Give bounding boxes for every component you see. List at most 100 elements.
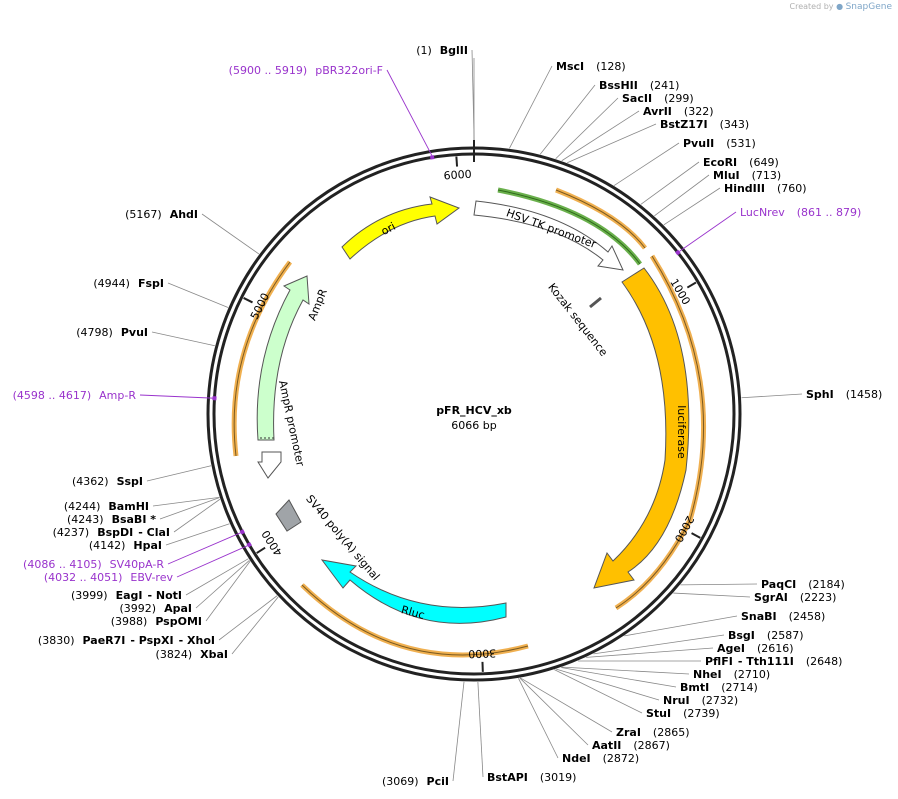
plasmid-name: pFR_HCV_xb xyxy=(436,404,512,417)
restriction-site-label[interactable]: SphI (1458) xyxy=(806,388,882,401)
site-name: AvrII xyxy=(643,105,672,118)
site-name: BspDI xyxy=(97,526,133,539)
restriction-site-label[interactable]: EcoRI (649) xyxy=(703,156,779,169)
restriction-site-label[interactable]: MluI(713) xyxy=(713,169,781,182)
site-name: AatII xyxy=(592,739,621,752)
restriction-site-label[interactable]: AvrII (322) xyxy=(643,105,714,118)
site-position: (4142) xyxy=(89,539,126,552)
restriction-site-label[interactable]: PflFI- Tth111I(2648) xyxy=(705,655,842,668)
restriction-site-label[interactable]: HindIII(760) xyxy=(724,182,807,195)
restriction-site-label[interactable]: AgeI(2616) xyxy=(717,642,794,655)
primer-range: (4598 .. 4617) xyxy=(13,389,92,402)
site-name: FspI xyxy=(138,277,164,290)
restriction-site-label[interactable]: BmtI(2714) xyxy=(680,681,758,694)
primer-mark xyxy=(675,249,681,256)
site-position: (2872) xyxy=(603,752,640,765)
restriction-site-label[interactable]: (4142)HpaI xyxy=(89,539,162,552)
restriction-site-label[interactable]: AatII(2867) xyxy=(592,739,670,752)
restriction-site-label[interactable]: SnaBI(2458) xyxy=(741,610,825,623)
sv40-polya-feature[interactable] xyxy=(275,499,302,532)
restriction-site-label[interactable]: (3988)PspOMI xyxy=(111,615,202,628)
restriction-site-label[interactable]: (4237)BspDI- ClaI xyxy=(53,526,170,539)
primer-range: (4086 .. 4105) xyxy=(23,558,102,571)
restriction-site-label[interactable]: (4944)FspI xyxy=(93,277,164,290)
site-name: PvuII xyxy=(683,137,714,150)
site-name: EcoRI xyxy=(703,156,737,169)
restriction-site-label[interactable]: (3824)XbaI xyxy=(156,648,228,661)
site-leader-line xyxy=(231,596,279,655)
site-name: MscI xyxy=(556,60,584,73)
ori-label: ori xyxy=(379,220,398,238)
restriction-site-label[interactable]: PaqCI(2184) xyxy=(761,578,845,591)
rluc-feature[interactable] xyxy=(320,559,507,624)
tick-label: 5000 xyxy=(248,291,272,322)
primer-leader-line xyxy=(167,532,241,565)
restriction-site-label[interactable]: BstZ17I (343) xyxy=(660,118,749,131)
site-position: (4798) xyxy=(76,326,113,339)
site-position: (2458) xyxy=(789,610,826,623)
site-leader-line xyxy=(146,465,212,482)
restriction-site-label[interactable]: SgrAI(2223) xyxy=(754,591,836,604)
primer-label[interactable]: LucNrev(861 .. 879) xyxy=(740,206,861,219)
primer-label[interactable]: (4598 .. 4617)Amp-R xyxy=(13,389,137,402)
site-position: (2732) xyxy=(702,694,739,707)
restriction-site-label[interactable]: (4243)BsaBI * xyxy=(67,513,156,526)
tick-label: 6000 xyxy=(443,168,472,183)
site-name: PvuI xyxy=(121,326,148,339)
tick-mark xyxy=(243,297,253,304)
site-position: (343) xyxy=(720,118,750,131)
site-position: (2616) xyxy=(757,642,794,655)
primer-mark xyxy=(246,541,252,548)
restriction-site-label[interactable]: (3999)EagI- NotI xyxy=(71,589,182,602)
restriction-site-label[interactable]: (3830)PaeR7I- PspXI- XhoI xyxy=(38,634,215,647)
restriction-site-label[interactable]: NheI(2710) xyxy=(693,668,770,681)
primer-label[interactable]: (4086 .. 4105) SV40pA-R xyxy=(23,558,164,571)
site-leader-line xyxy=(477,681,484,778)
site-leader-line xyxy=(539,84,596,155)
restriction-site-label[interactable]: SacII(299) xyxy=(622,92,694,105)
restriction-site-label[interactable]: (3992)ApaI xyxy=(120,602,192,615)
restriction-site-label[interactable]: NdeI(2872) xyxy=(562,752,639,765)
site-position: (4362) xyxy=(72,475,109,488)
site-name: BstZ17I xyxy=(660,118,708,131)
primer-label[interactable]: (4032 .. 4051)EBV-rev xyxy=(44,571,174,584)
site-name: ApaI xyxy=(164,602,192,615)
restriction-site-label[interactable]: BsgI(2587) xyxy=(728,629,803,642)
site-leader-line xyxy=(159,497,220,520)
restriction-site-label[interactable]: (4244)BamHI xyxy=(64,500,149,513)
site-position: (649) xyxy=(749,156,779,169)
restriction-site-label[interactable]: MscI(128) xyxy=(556,60,626,73)
site-position: (3069) xyxy=(382,775,419,788)
ampr-promoter-feature[interactable] xyxy=(257,451,282,479)
tick-mark xyxy=(691,532,701,539)
site-position: (3988) xyxy=(111,615,148,628)
restriction-site-label[interactable]: (5167)AhdI xyxy=(125,208,198,221)
restriction-site-label[interactable]: (4362)SspI xyxy=(72,475,143,488)
site-position: (4237) xyxy=(53,526,90,539)
site-name: SphI xyxy=(806,388,834,401)
restriction-site-label[interactable]: StuI(2739) xyxy=(646,707,720,720)
restriction-site-label[interactable]: PvuII(531) xyxy=(683,137,756,150)
primer-label[interactable]: (5900 .. 5919)pBR322ori-F xyxy=(229,64,383,77)
restriction-site-label[interactable]: NruI(2732) xyxy=(663,694,738,707)
restriction-site-label[interactable]: (3069)PciI xyxy=(382,775,449,788)
primer-name: SV40pA-R xyxy=(110,558,165,571)
primer-name: EBV-rev xyxy=(130,571,173,584)
tick-label: 4000 xyxy=(259,528,285,559)
site-name: AhdI xyxy=(170,208,198,221)
site-position: (322) xyxy=(684,105,714,118)
restriction-site-label[interactable]: (1)BglII xyxy=(416,44,468,57)
restriction-site-label[interactable]: BssHII(241) xyxy=(599,79,679,92)
hsv-tk-promoter-feature[interactable] xyxy=(473,200,624,271)
ampr-feature[interactable] xyxy=(256,275,310,441)
restriction-site-label[interactable]: ZraI(2865) xyxy=(616,726,690,739)
luciferase-feature[interactable] xyxy=(593,267,690,589)
site-position: (2865) xyxy=(653,726,690,739)
site-leader-line xyxy=(518,678,559,759)
site-name-2: - Tth111I xyxy=(738,655,794,668)
site-position: (1458) xyxy=(846,388,883,401)
ori-feature[interactable] xyxy=(341,196,461,260)
restriction-site-label[interactable]: (4798) PvuI xyxy=(76,326,148,339)
restriction-site-label[interactable]: BstAPI(3019) xyxy=(487,771,576,784)
primer-mark xyxy=(429,155,435,160)
